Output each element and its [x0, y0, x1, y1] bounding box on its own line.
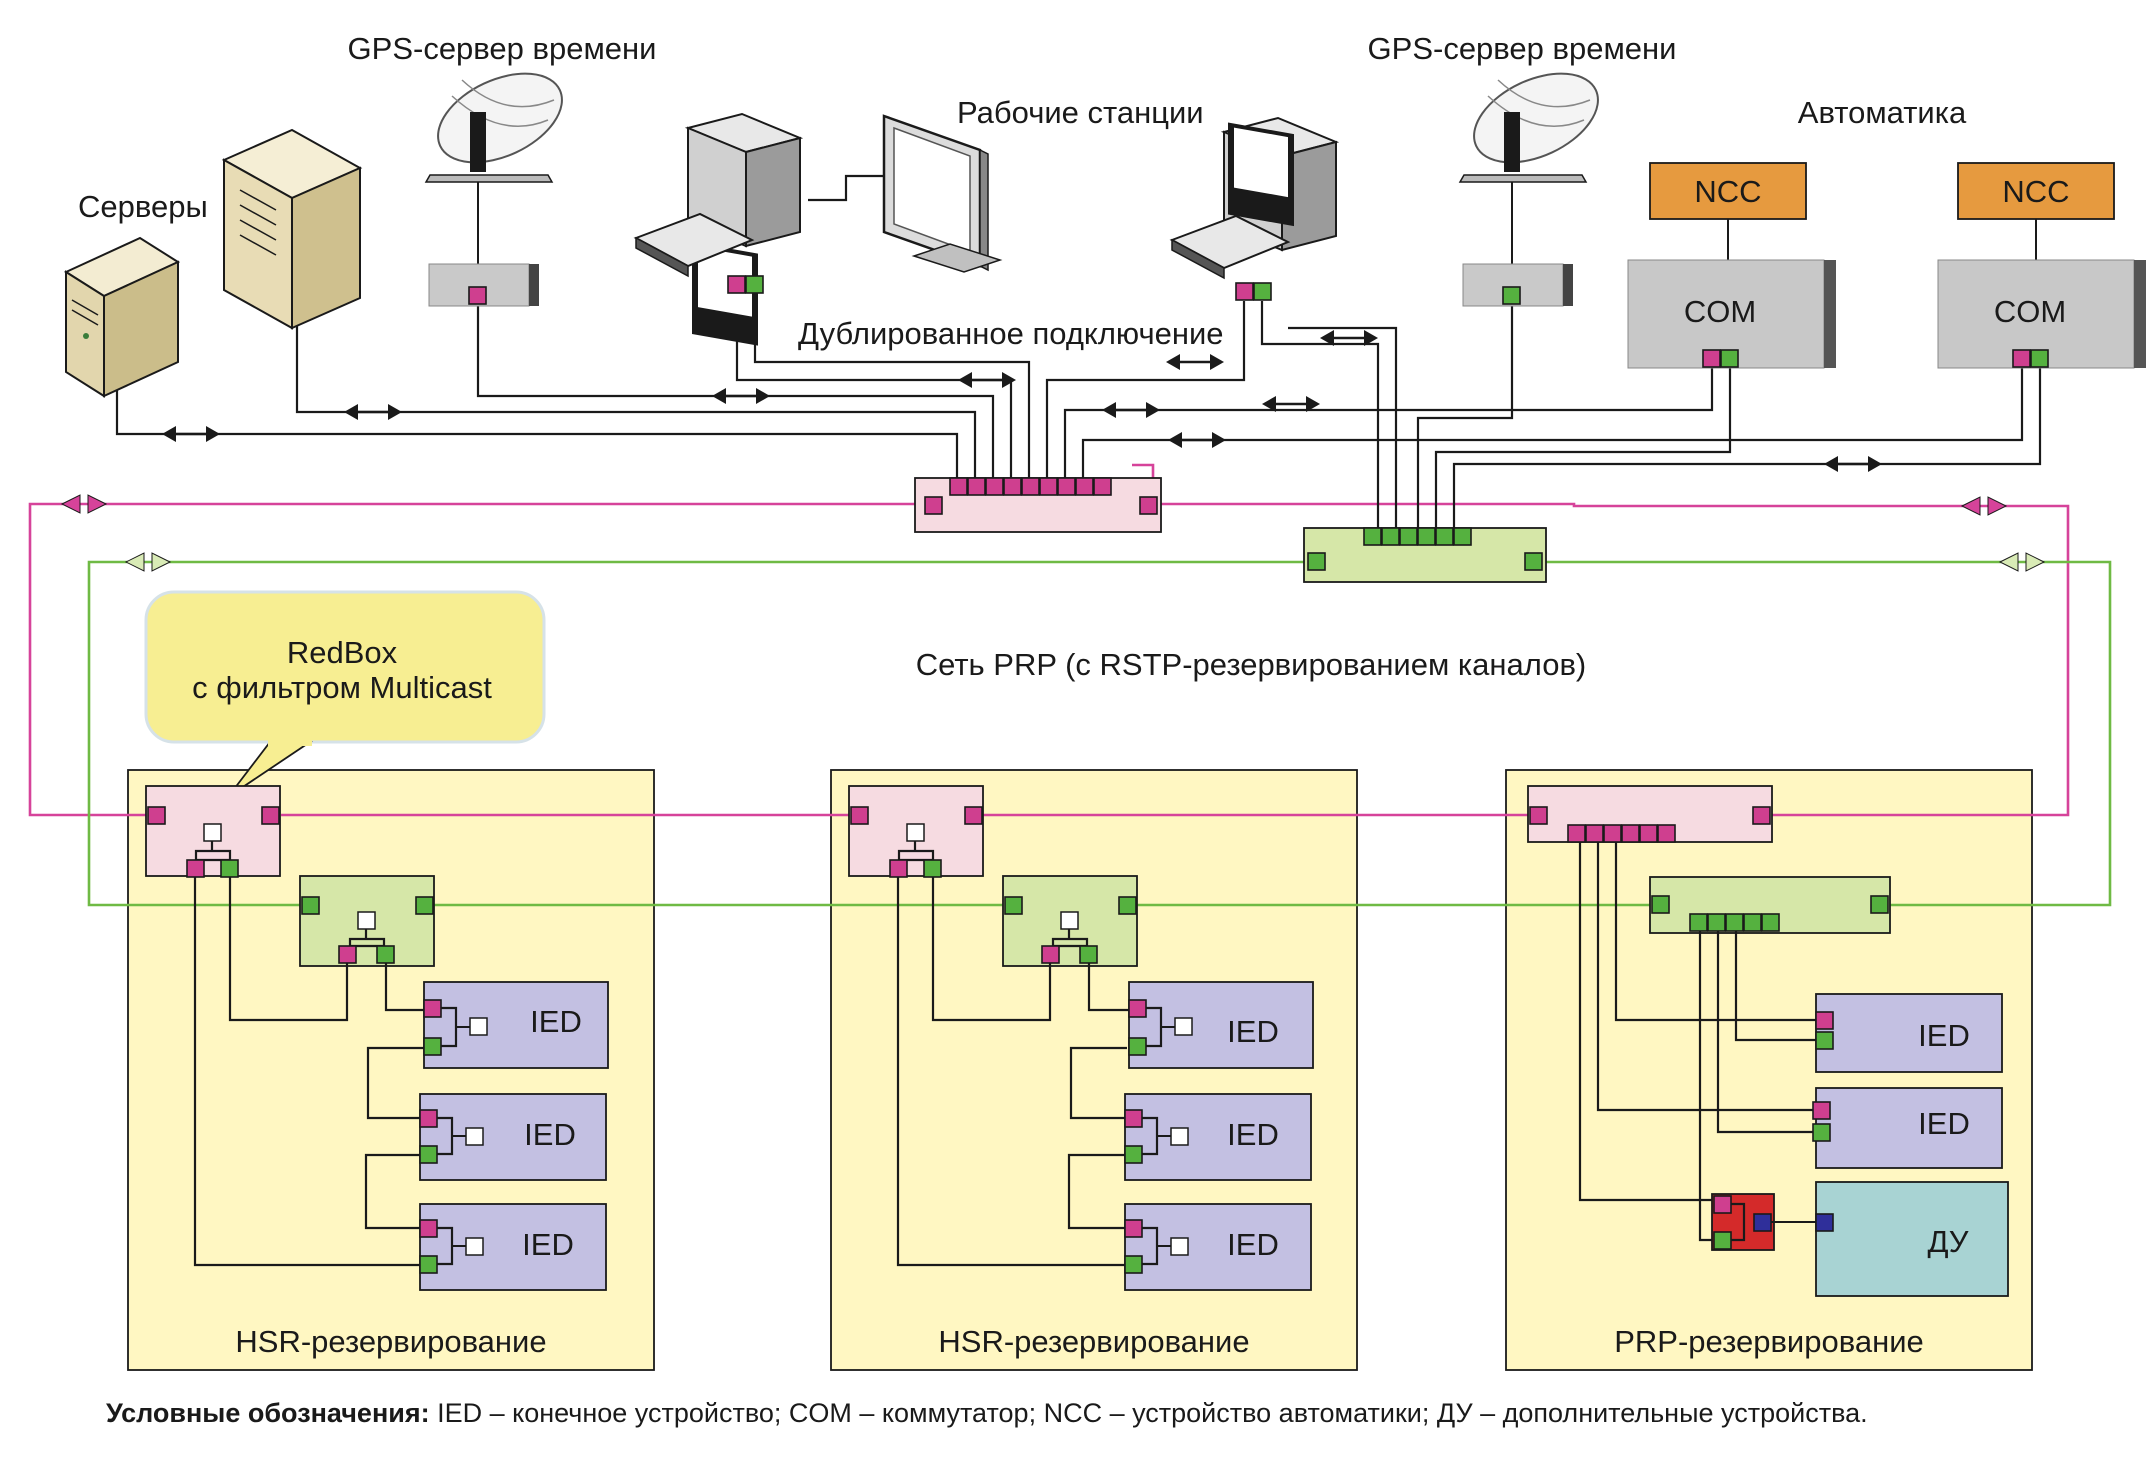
ied-label: IED	[530, 1004, 582, 1039]
lan-b-ring	[87, 560, 2112, 907]
gps-left-receiver	[428, 263, 539, 307]
com-label: COM	[1994, 294, 2066, 329]
gps-right-receiver	[1462, 263, 1573, 307]
gps-left-antenna-icon	[424, 72, 563, 264]
workstation-2-icon	[1169, 116, 1340, 301]
legend: Условные обозначения: IED – конечное уст…	[106, 1398, 1868, 1428]
zone3-lan-a-switch	[1527, 785, 1773, 843]
gps-left-label: GPS-сервер времени	[348, 31, 657, 66]
gps-right-label: GPS-сервер времени	[1368, 31, 1677, 66]
zone3-lan-b-switch	[1649, 876, 1891, 934]
zone-title: HSR-резервирование	[938, 1324, 1249, 1359]
zone2-wiring	[896, 877, 1129, 1267]
dual-connection-label: Дублированное подключение	[798, 316, 1224, 351]
zone1-ied-1: IED	[423, 981, 609, 1069]
ncc-box	[1957, 162, 2115, 220]
redbox-title: RedBox	[287, 635, 398, 670]
zone3-ied-1: IED	[1815, 993, 2003, 1073]
lan-b-central-switch	[1303, 527, 1547, 583]
workstation-1-icon	[633, 112, 804, 346]
automation-label: Автоматика	[1798, 95, 1967, 130]
zone1-ied-3: IED	[419, 1203, 607, 1291]
duplex-arrows	[162, 330, 1882, 472]
server-tower-icon	[221, 128, 363, 330]
ncc-box	[1649, 162, 1807, 220]
ied-label: IED	[1918, 1106, 1970, 1141]
zone3-ied-2: IED	[1812, 1087, 2003, 1169]
lan-a-ring	[28, 463, 2070, 817]
zone1-wiring	[193, 877, 426, 1267]
lan-b-arrows	[124, 552, 2046, 572]
zone2-ied-2: IED	[1124, 1093, 1312, 1181]
zone-title: PRP-резервирование	[1614, 1324, 1924, 1359]
lan-a-arrows	[60, 494, 2008, 516]
automation-unit-1: NCC COM	[1627, 162, 1836, 369]
ncc-label: NCC	[2002, 174, 2069, 209]
ied-label: IED	[1227, 1117, 1279, 1152]
lcd-monitor-icon	[808, 114, 1003, 273]
legend-title: Условные обозначения:	[106, 1398, 430, 1428]
ncc-label: NCC	[1694, 174, 1761, 209]
zone2-redbox-b	[1002, 875, 1138, 967]
zone3-aux-device: ДУ	[1815, 1181, 2009, 1297]
redbox-callout: RedBox с фильтром Multicast	[144, 590, 546, 798]
zone2-redbox-a	[848, 785, 984, 878]
lan-a-central-switch	[914, 477, 1162, 533]
aux-device-label: ДУ	[1927, 1224, 1968, 1259]
zone3-redbox	[1711, 1193, 1816, 1251]
automation-unit-2: NCC COM	[1937, 162, 2146, 369]
zone1-ied-2: IED	[419, 1093, 607, 1181]
ied-label: IED	[522, 1227, 574, 1262]
legend-text: IED – конечное устройство; COM – коммута…	[430, 1398, 1868, 1428]
workstations-label: Рабочие станции	[957, 95, 1204, 130]
zone-title: HSR-резервирование	[235, 1324, 546, 1359]
ied-label: IED	[1918, 1018, 1970, 1053]
ied-label: IED	[1227, 1227, 1279, 1262]
com-label: COM	[1684, 294, 1756, 329]
zone1-redbox-a	[145, 785, 281, 878]
servers-label: Серверы	[78, 189, 208, 224]
ied-label: IED	[524, 1117, 576, 1152]
zone2-ied-1: IED	[1128, 981, 1314, 1069]
gps-right-antenna-icon	[1458, 72, 1599, 264]
ied-label: IED	[1227, 1014, 1279, 1049]
zone1-redbox-b	[299, 875, 435, 967]
redbox-subtitle: с фильтром Multicast	[192, 670, 492, 705]
server-small-icon	[63, 236, 181, 398]
prp-network-label: Сеть PRP (с RSTP-резервированием каналов…	[916, 647, 1586, 682]
zone2-ied-3: IED	[1124, 1203, 1312, 1291]
